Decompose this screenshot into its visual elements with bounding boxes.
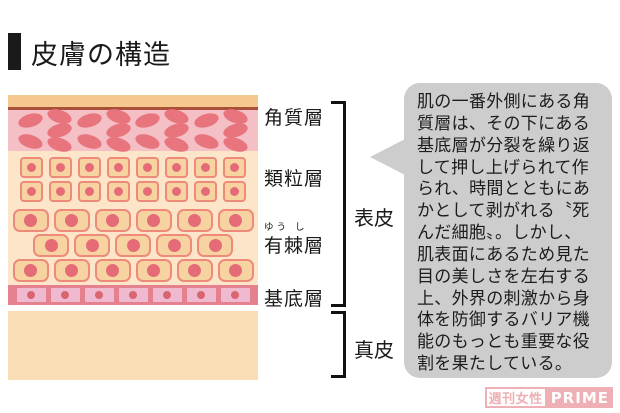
- epidermis-bracket: [331, 101, 346, 307]
- corneum-cell: [16, 130, 45, 152]
- label-granular: 類粒層: [264, 168, 325, 190]
- spinous-cell: [156, 234, 192, 257]
- granular-cell: [20, 181, 43, 202]
- title-accent-bar: [8, 33, 21, 70]
- spinous-cell: [197, 234, 233, 257]
- layer-divider: [8, 305, 258, 311]
- speech-bubble: 肌の一番外側にある角 質層は、その下にある 基底層が分裂を繰り返 して押し上げら…: [404, 83, 612, 378]
- granular-cell: [78, 181, 101, 202]
- spinous-cell: [115, 234, 151, 257]
- basal-cell: [186, 288, 216, 302]
- corneum-cell: [133, 110, 162, 130]
- corneum-cell: [75, 130, 104, 152]
- spinous-cell: [94, 209, 131, 232]
- dermis-bracket: [331, 311, 346, 378]
- page-title: 皮膚の構造: [31, 40, 171, 71]
- granular-cell: [165, 181, 188, 202]
- corneum-cell: [16, 110, 45, 130]
- basal-cell: [152, 288, 182, 302]
- corneum-cell: [133, 130, 162, 152]
- granular-cell: [49, 157, 72, 178]
- granular-cell: [78, 157, 101, 178]
- granular-cell: [194, 181, 217, 202]
- spinous-cell: [12, 209, 49, 232]
- spinous-cell: [176, 209, 213, 232]
- granular-cell: [136, 181, 159, 202]
- corneum-layer: [8, 106, 258, 155]
- label-corneum: 角質層: [264, 107, 325, 129]
- dermis-layer: [8, 311, 258, 380]
- spinous-cell: [74, 234, 110, 257]
- watermark-magazine-name: 週刊女性: [484, 387, 547, 408]
- corneum-cell: [192, 110, 220, 130]
- granular-cell: [223, 181, 246, 202]
- basal-cell: [220, 288, 250, 302]
- basal-layer: [8, 285, 258, 305]
- granular-cell: [194, 157, 217, 178]
- label-epidermis: 表皮: [354, 206, 394, 230]
- skin-surface-strip: [8, 95, 258, 110]
- bubble-text: 肌の一番外側にある角 質層は、その下にある 基底層が分裂を繰り返 して押し上げら…: [417, 92, 591, 375]
- granular-cells: [8, 157, 258, 202]
- label-dermis: 真皮: [354, 338, 394, 362]
- granular-cell: [223, 157, 246, 178]
- granular-cell: [107, 157, 130, 178]
- spinous-cell: [217, 209, 254, 232]
- granular-cell: [20, 157, 43, 178]
- basal-cell: [50, 288, 80, 302]
- granular-cell: [136, 157, 159, 178]
- watermark-brand: PRIME: [546, 387, 613, 408]
- basal-cell: [16, 288, 46, 302]
- label-spinous-furigana: ゆう し: [264, 222, 308, 233]
- granular-cell: [49, 181, 72, 202]
- spinous-cell: [94, 259, 131, 282]
- spinous-cell: [53, 259, 90, 282]
- watermark-logo: 週刊女性 PRIME: [484, 387, 613, 408]
- basal-cell: [118, 288, 148, 302]
- speech-bubble-tail: [370, 139, 405, 175]
- corneum-cell: [192, 130, 221, 152]
- spinous-cell: [176, 259, 213, 282]
- epidermis-body: [8, 151, 258, 285]
- label-basal: 基底層: [264, 288, 325, 310]
- spinous-cell: [12, 259, 49, 282]
- granular-cell: [165, 157, 188, 178]
- spinous-cells: [8, 209, 258, 282]
- skin-diagram: [8, 95, 258, 380]
- label-spinous: 有棘層: [264, 235, 325, 257]
- spinous-cell: [33, 234, 69, 257]
- granular-cell: [107, 181, 130, 202]
- spinous-cell: [217, 259, 254, 282]
- basal-cell: [84, 288, 114, 302]
- corneum-cell: [75, 110, 103, 130]
- spinous-cell: [53, 209, 90, 232]
- spinous-cell: [135, 259, 172, 282]
- spinous-cell: [135, 209, 172, 232]
